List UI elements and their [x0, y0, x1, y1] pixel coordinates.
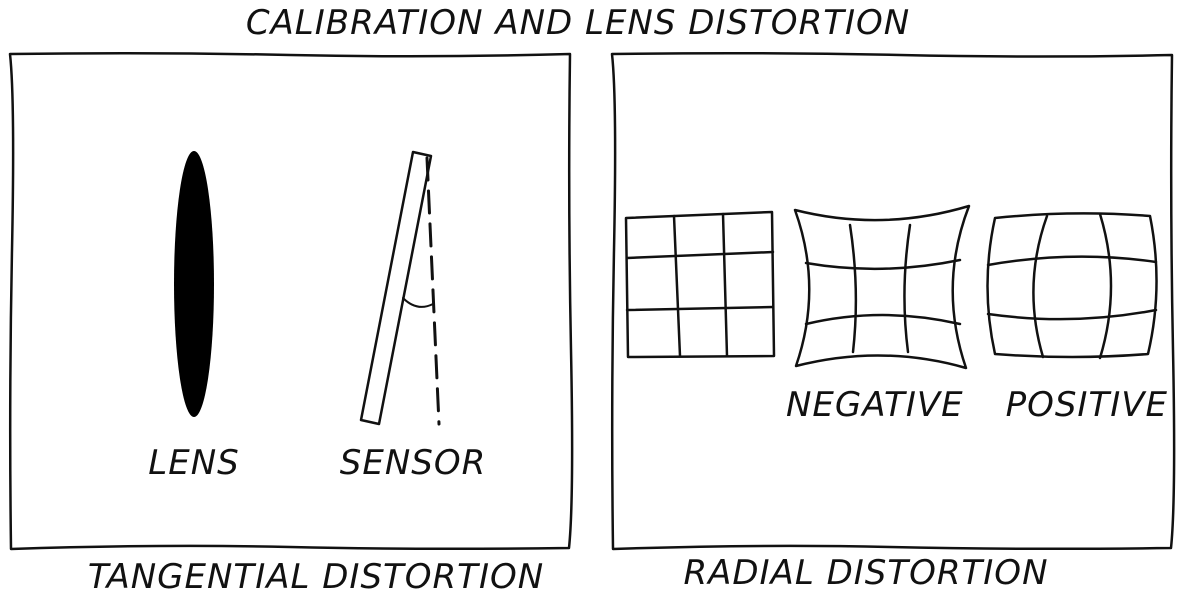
lens-shape: [174, 151, 214, 417]
tilt-angle-arc: [402, 297, 434, 308]
left-panel-frame: [8, 51, 574, 551]
right-panel-frame: [610, 51, 1176, 551]
undistorted-grid: [624, 210, 776, 359]
positive-distortion-grid: [986, 212, 1158, 360]
negative-label: NEGATIVE: [786, 385, 964, 425]
sensor-shape: [359, 150, 433, 426]
positive-label: POSITIVE: [1006, 385, 1168, 425]
sensor-label: SENSOR: [340, 443, 486, 483]
diagram-title: CALIBRATION AND LENS DISTORTION: [246, 3, 910, 43]
right-panel-caption: RADIAL DISTORTION: [683, 553, 1048, 593]
negative-distortion-grid: [793, 204, 971, 370]
left-panel-caption: TANGENTIAL DISTORTION: [88, 557, 544, 597]
vertical-reference-line: [425, 156, 441, 426]
lens-label: LENS: [148, 443, 239, 483]
